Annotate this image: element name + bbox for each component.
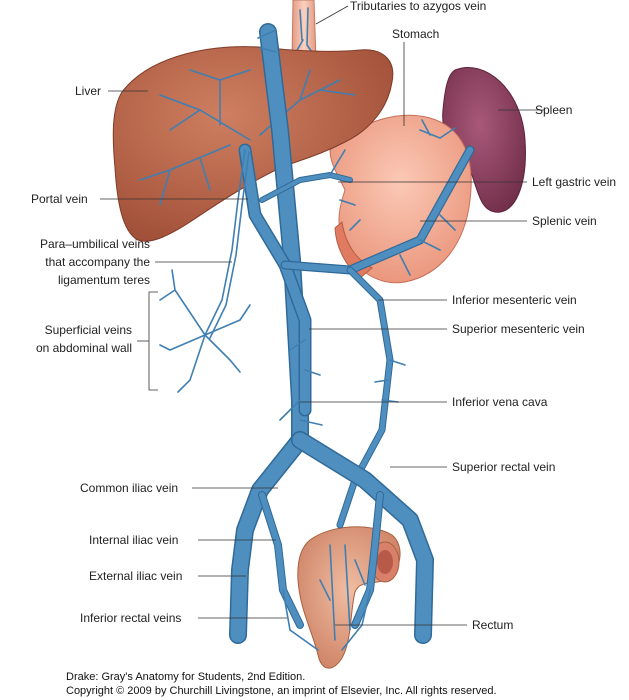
leader-lines xyxy=(100,5,545,626)
label-internal-iliac: Internal iliac vein xyxy=(89,533,178,547)
label-tributaries-azygos: Tributaries to azygos vein xyxy=(350,0,486,13)
label-inferior-mesenteric: Inferior mesenteric vein xyxy=(452,293,577,307)
label-superficial-1: Superficial veins xyxy=(45,323,132,337)
label-para-umbilical-1: Para–umbilical veins xyxy=(40,237,150,251)
label-liver: Liver xyxy=(75,84,101,98)
liver-organ xyxy=(112,46,394,242)
credit-line-1: Drake: Gray's Anatomy for Students, 2nd … xyxy=(66,671,306,683)
label-external-iliac: External iliac vein xyxy=(89,569,182,583)
label-splenic: Splenic vein xyxy=(532,214,597,228)
label-spleen: Spleen xyxy=(535,103,572,117)
label-portal: Portal vein xyxy=(31,192,88,206)
label-stomach: Stomach xyxy=(392,27,439,41)
label-left-gastric: Left gastric vein xyxy=(532,175,616,189)
venous-system xyxy=(159,23,475,651)
label-para-umbilical-3: ligamentum teres xyxy=(58,273,150,287)
label-inferior-rectal: Inferior rectal veins xyxy=(80,611,181,625)
labels: Tributaries to azygos vein Stomach Liver… xyxy=(31,0,616,632)
spleen-organ xyxy=(442,67,526,213)
label-common-iliac: Common iliac vein xyxy=(80,481,178,495)
label-para-umbilical-2: that accompany the xyxy=(45,255,150,269)
label-rectum: Rectum xyxy=(472,618,513,632)
label-ivc: Inferior vena cava xyxy=(452,395,548,409)
label-superficial-2: on abdominal wall xyxy=(36,341,132,355)
label-superior-rectal: Superior rectal vein xyxy=(452,460,555,474)
label-superior-mesenteric: Superior mesenteric vein xyxy=(452,322,585,336)
credit-line-2: Copyright © 2009 by Churchill Livingston… xyxy=(66,685,497,697)
